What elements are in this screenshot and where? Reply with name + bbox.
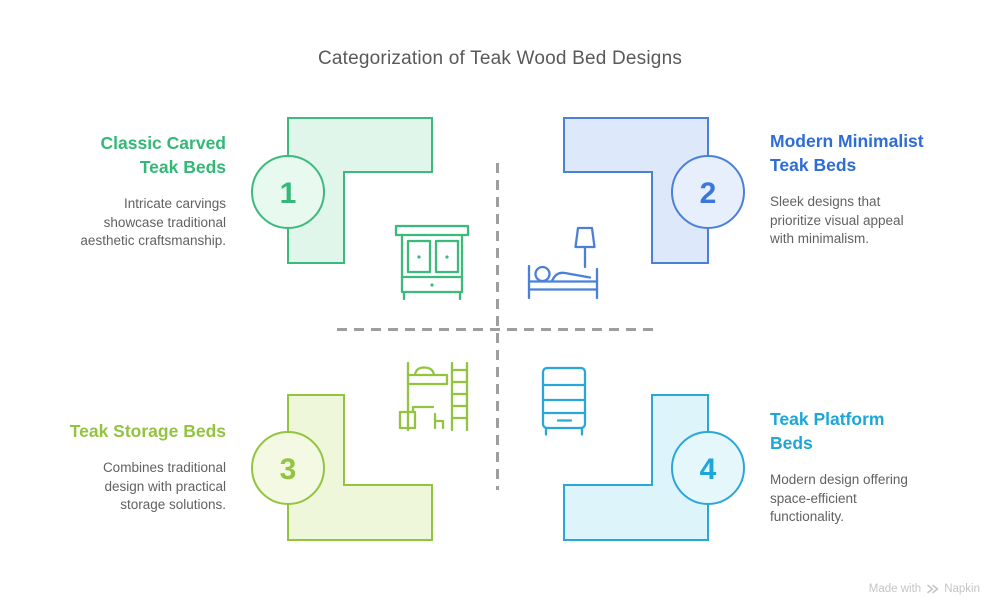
watermark-brand: Napkin [944,583,980,595]
quadrant-1-number-circle [251,155,325,229]
quadrant-2-heading: Modern Minimalist Teak Beds [770,131,924,175]
napkin-logo-icon [927,584,939,594]
quadrant-1-number: 1 [280,177,297,210]
loft-bed-icon [398,361,469,432]
quadrant-4-number-circle [671,431,745,505]
quadrant-2-number: 2 [700,177,717,210]
bed-sleeping-person-icon [527,226,599,300]
quadrant-1-heading: Classic Carved Teak Beds [100,133,227,177]
wardrobe-icon [394,224,470,301]
quadrant-1-description: Intricate carvings showcase traditional … [80,196,226,248]
quadrant-1-shape [287,117,433,264]
page-title: Categorization of Teak Wood Bed Designs [317,48,683,69]
watermark-credit: Made with [868,583,922,595]
quadrant-2-description: Sleek designs that prioritize visual app… [770,194,904,246]
quadrant-3-number-circle [251,431,325,505]
quadrant-2-number-circle [671,155,745,229]
quadrant-3-shape [287,394,433,541]
quadrant-4-shape [563,394,709,541]
quadrant-4-description: Modern design offering space-efficient f… [770,472,908,524]
quadrant-2-text: Modern Minimalist Teak Beds Sleek design… [770,129,975,249]
quadrant-3-text: Teak Storage Beds Combines traditional d… [36,419,226,515]
quadrant-1-text: Classic Carved Teak Beds Intricate carvi… [36,131,226,251]
quadrant-4-number: 4 [700,453,717,486]
watermark: Made with Napkin [869,583,980,595]
quadrant-2-shape [563,117,709,264]
quadrant-3-number: 3 [280,453,297,486]
quadrant-3-description: Combines traditional design with practic… [102,460,226,512]
chest-of-drawers-icon [541,366,587,436]
quadrant-4-text: Teak Platform Beds Modern design offerin… [770,407,980,527]
quadrant-4-heading: Teak Platform Beds [770,409,885,453]
quadrant-3-heading: Teak Storage Beds [69,421,226,441]
